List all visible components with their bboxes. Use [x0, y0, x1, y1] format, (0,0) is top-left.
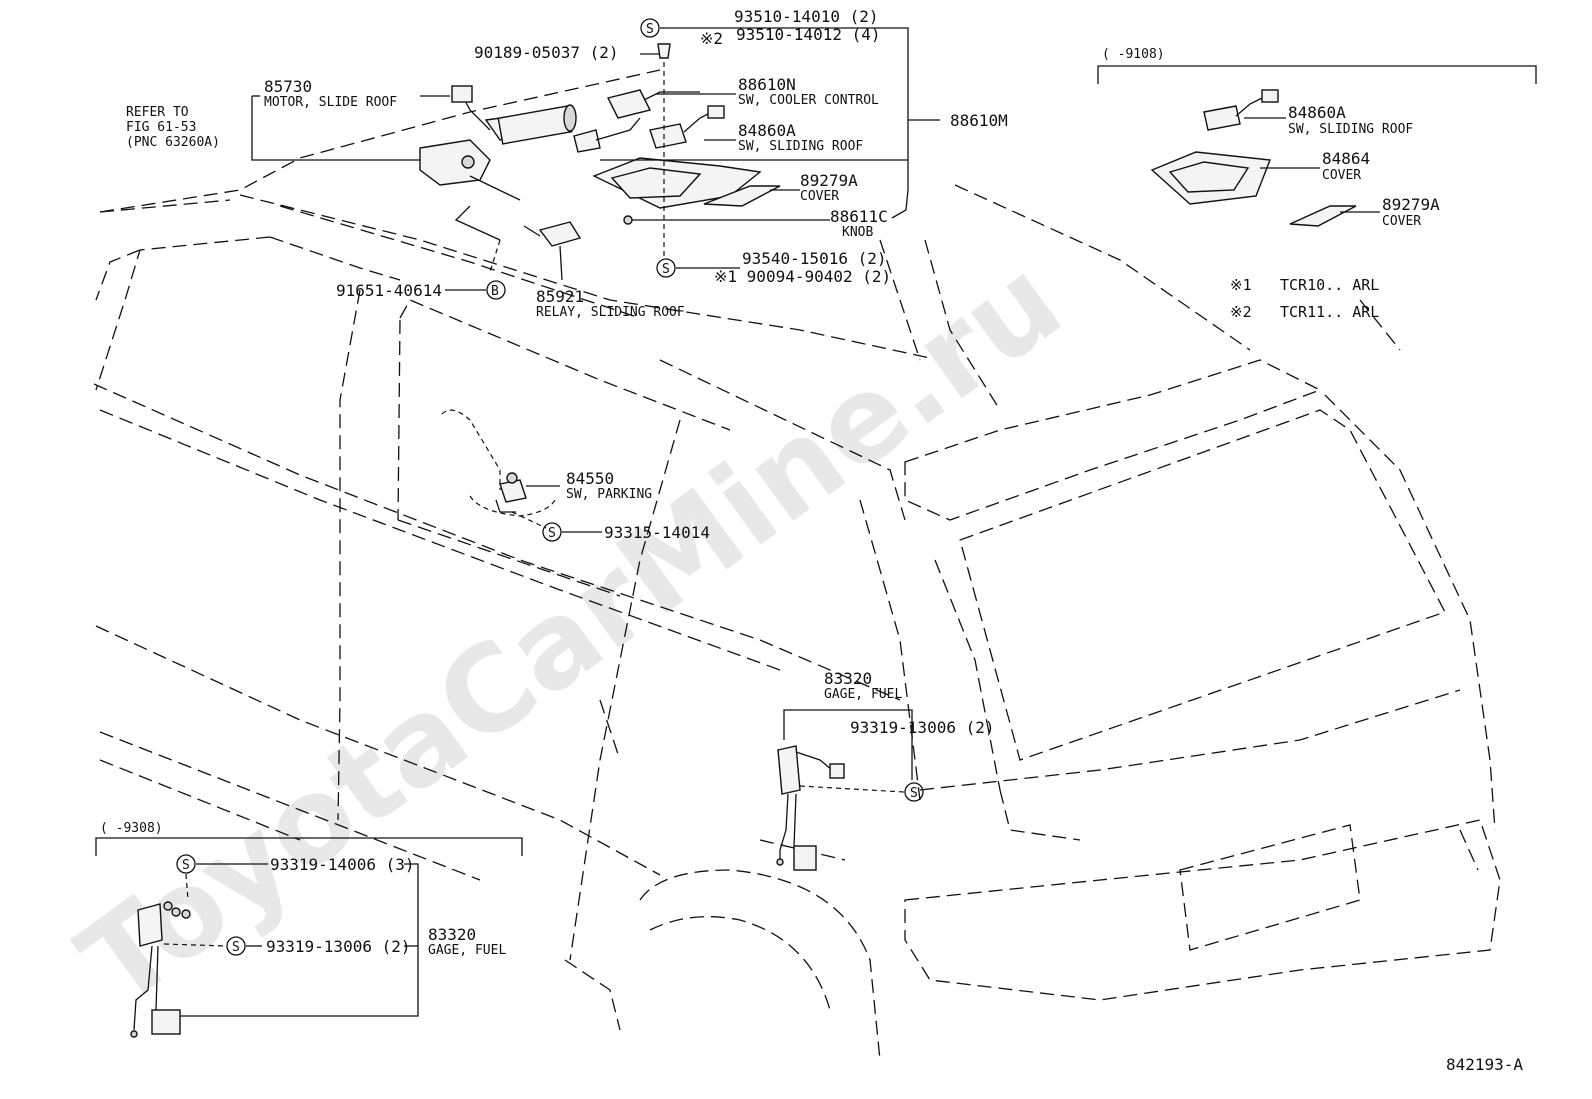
note-2-mark: ※2	[1230, 303, 1252, 321]
part-89279A-number: 89279A	[800, 171, 858, 190]
bolt-marker-label: B	[491, 284, 499, 299]
fastener-90094-90402: ※1 90094-90402 (2)	[714, 267, 891, 286]
overhead-console-drawing	[592, 157, 781, 225]
part-83320-name: GAGE, FUEL	[824, 687, 902, 702]
note-2-marker: ※2	[700, 29, 723, 48]
part-84550-number: 84550	[566, 469, 614, 488]
fastener-93540-15016: 93540-15016 (2)	[742, 249, 887, 268]
note-1-text: TCR10.. ARL	[1280, 276, 1379, 294]
variant-fastener-93319-13006: 93319-13006 (2)	[266, 937, 411, 956]
part-89279A-name: COVER	[800, 189, 839, 204]
screw-marker-label: S	[548, 526, 556, 541]
part-88611C-name: KNOB	[842, 225, 873, 240]
part-83320-number: 83320	[824, 669, 872, 688]
vehicle-outline	[93, 69, 1501, 1061]
sliding-roof-relay-drawing	[454, 205, 582, 281]
screw-marker-label: S	[182, 858, 190, 873]
variant-part-89279A-name: COVER	[1382, 214, 1421, 229]
part-88611C-number: 88611C	[830, 207, 888, 226]
note-2-text: TCR11.. ARL	[1280, 303, 1379, 321]
range-bottom-left: ( -9308)	[100, 821, 163, 836]
variant-part-89279A-number: 89279A	[1382, 195, 1440, 214]
part-85730-number: 85730	[264, 77, 312, 96]
variant-part-84860A-number: 84860A	[1288, 103, 1346, 122]
screw-marker	[656, 258, 676, 278]
fastener-93510-14010: 93510-14010 (2)	[734, 7, 879, 26]
screw-marker-label: S	[910, 786, 918, 801]
fuel-gage-drawing: S	[776, 709, 924, 871]
model-notes: ※1 TCR10.. ARL ※2 TCR11.. ARL	[1230, 276, 1379, 321]
variant-part-84860A-name: SW, SLIDING ROOF	[1288, 122, 1413, 137]
screw-marker	[226, 936, 246, 956]
screw-marker-label: S	[646, 22, 654, 37]
refer-line-1: REFER TO	[126, 105, 189, 120]
clip-drawing	[657, 43, 671, 59]
parking-switch-drawing: S	[441, 409, 602, 542]
variant-part-83320-number: 83320	[428, 925, 476, 944]
part-88610N-number: 88610N	[738, 75, 796, 94]
fastener-91651-40614: 91651-40614	[336, 281, 442, 300]
variant-part-84864-name: COVER	[1322, 168, 1361, 183]
leader-lines-top	[251, 27, 940, 291]
part-88610N-name: SW, COOLER CONTROL	[738, 93, 879, 108]
refer-line-2: FIG 61-53	[126, 120, 196, 135]
part-84550-name: SW, PARKING	[566, 487, 652, 502]
bolt-marker	[486, 280, 506, 300]
sliding-roof-switch-drawing	[649, 105, 725, 149]
screw-marker-label: S	[232, 940, 240, 955]
variant-fastener-93319-14006: 93319-14006 (3)	[270, 855, 415, 874]
fastener-90189-05037: 90189-05037 (2)	[474, 43, 619, 62]
refer-line-3: (PNC 63260A)	[126, 135, 220, 150]
watermark: ToyotaCarMine.ru	[55, 231, 1085, 1032]
variant-top-right: ( -9108) 84860A SW, SLIDING ROOF 84864 C…	[1097, 47, 1537, 229]
diagram-code: 842193-A	[1446, 1055, 1523, 1074]
cooler-control-switch-drawing	[573, 89, 700, 153]
part-84860A-name: SW, SLIDING ROOF	[738, 139, 863, 154]
variant-part-83320-name: GAGE, FUEL	[428, 943, 506, 958]
variant-bottom-left: ( -9308) S S 93319-14006 (3) 93319-13006…	[95, 821, 523, 1038]
part-85921-number: 85921	[536, 287, 584, 306]
part-85921-name: RELAY, SLIDING ROOF	[536, 305, 685, 320]
screw-marker	[176, 854, 196, 874]
variant-part-84864-number: 84864	[1322, 149, 1370, 168]
fastener-93315-14014: 93315-14014	[604, 523, 710, 542]
slide-roof-motor-drawing	[419, 85, 577, 201]
screw-marker	[542, 522, 562, 542]
fastener-93319-13006: 93319-13006 (2)	[850, 718, 995, 737]
part-85730-name: MOTOR, SLIDE ROOF	[264, 95, 397, 110]
screw-marker	[640, 18, 660, 38]
fastener-93510-14012: 93510-14012 (4)	[736, 25, 881, 44]
note-1-mark: ※1	[1230, 276, 1252, 294]
screw-marker	[904, 782, 924, 802]
screw-marker-label: S	[662, 262, 670, 277]
part-88610M-number: 88610M	[950, 111, 1008, 130]
range-top-right: ( -9108)	[1102, 47, 1165, 62]
part-84860A-number: 84860A	[738, 121, 796, 140]
